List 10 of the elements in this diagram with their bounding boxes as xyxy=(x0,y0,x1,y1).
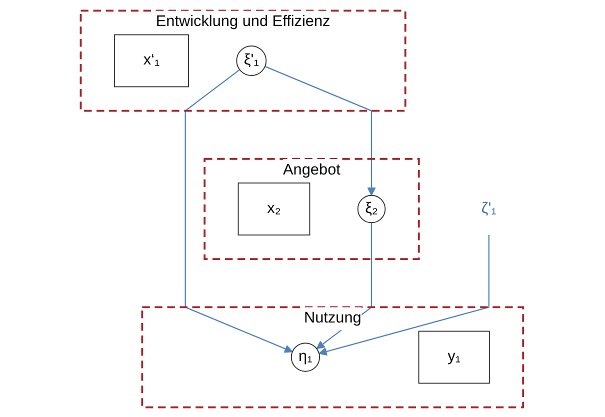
arrow xyxy=(184,68,292,352)
arrow xyxy=(318,234,489,356)
node-box: x‘₁ xyxy=(113,34,189,87)
node-box: x₂ xyxy=(237,182,310,235)
node-box: y₁ xyxy=(418,330,490,384)
arrow xyxy=(264,65,376,196)
node-circle: η₁ xyxy=(290,342,320,372)
node-circle: ξ'₁ xyxy=(236,45,266,76)
node-text: ζ'₁ xyxy=(480,200,496,216)
node-circle: ξ₂ xyxy=(356,194,386,223)
